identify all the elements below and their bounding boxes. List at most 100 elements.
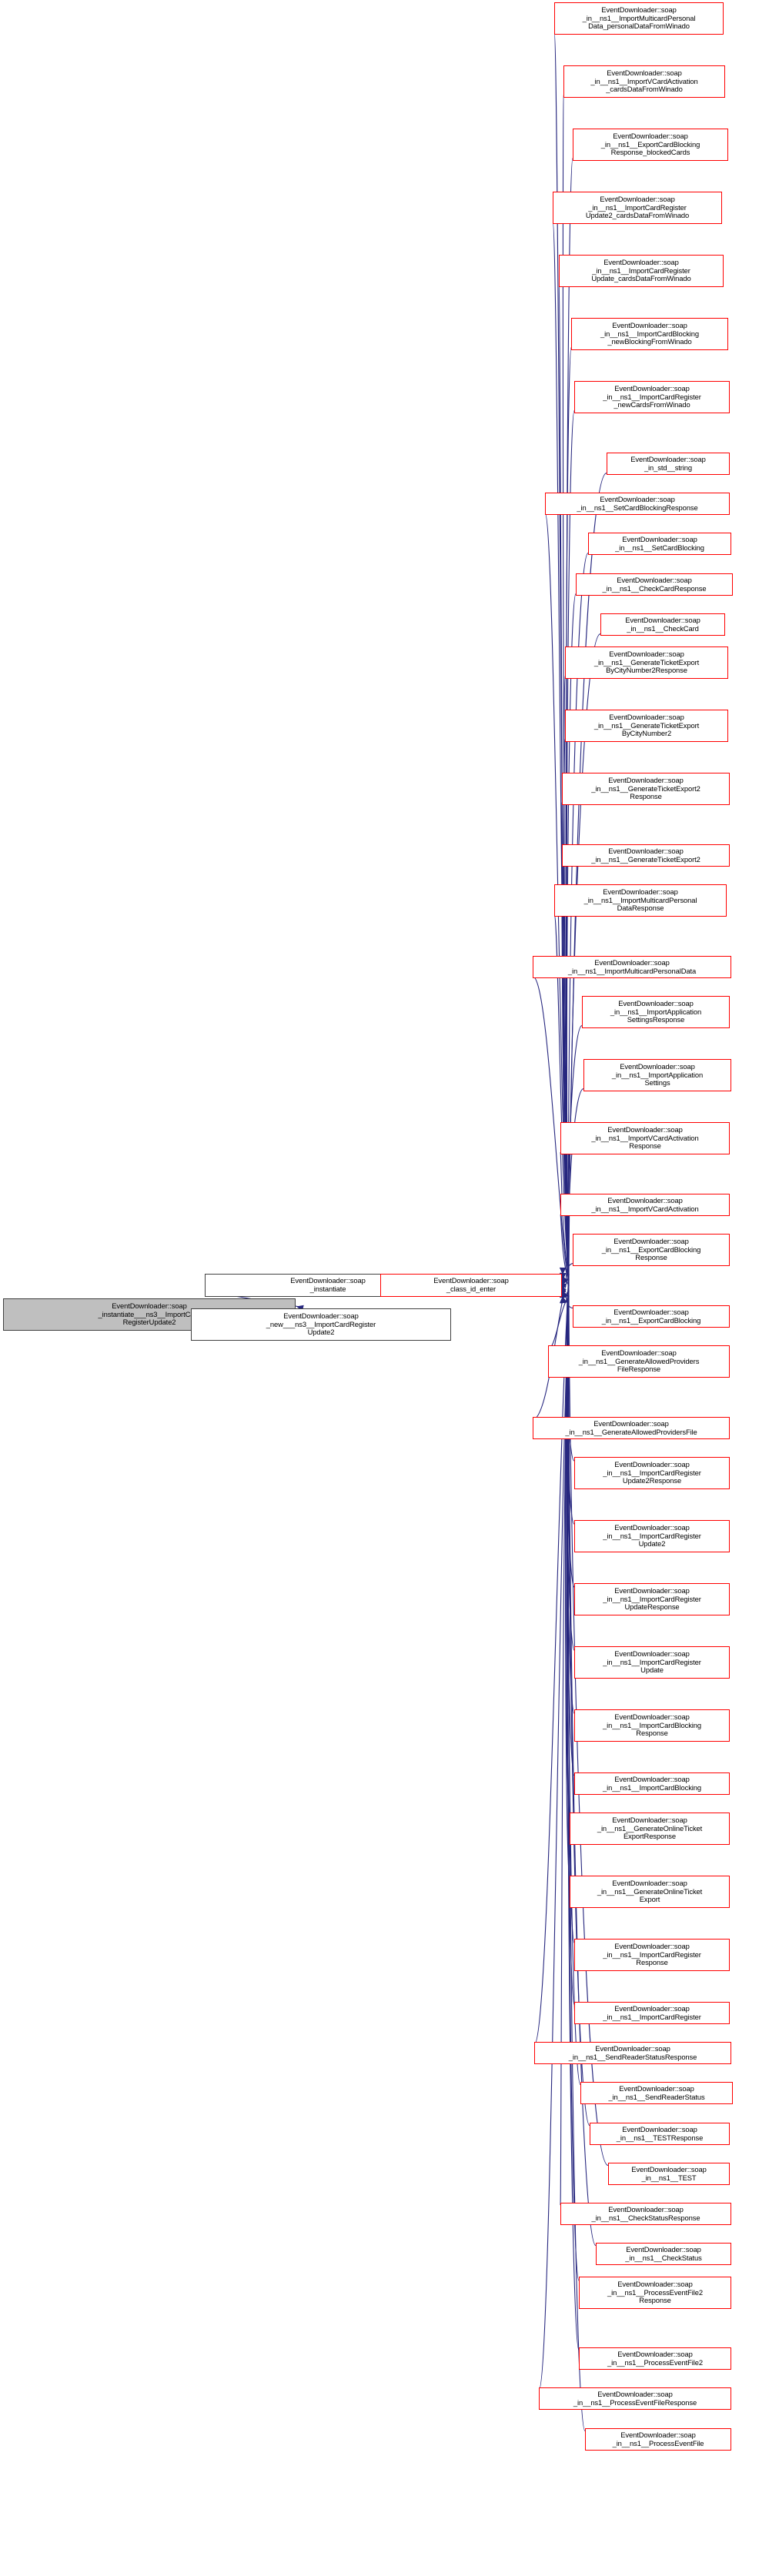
node-label: EventDownloader::soap _in__ns1__ImportCa…: [603, 1942, 701, 1967]
right-node[interactable]: EventDownloader::soap _in__ns1__ImportCa…: [574, 1457, 730, 1489]
node-label: EventDownloader::soap _in__ns1__Generate…: [565, 1418, 697, 1436]
edge: [553, 914, 570, 1281]
right-node[interactable]: EventDownloader::soap _in__ns1__ImportCa…: [574, 1520, 730, 1552]
node-label: EventDownloader::soap _in__ns1__ImportCa…: [603, 1586, 701, 1612]
right-node[interactable]: EventDownloader::soap _in__ns1__CheckSta…: [596, 2243, 731, 2265]
right-node[interactable]: EventDownloader::soap _in__ns1__SendRead…: [580, 2082, 733, 2104]
right-node[interactable]: EventDownloader::soap _in__ns1__ImportCa…: [574, 1772, 730, 1795]
edge-arrowhead: [560, 1296, 567, 1304]
edge: [560, 1274, 570, 2207]
right-node[interactable]: EventDownloader::soap _in__ns1__ImportCa…: [574, 1709, 730, 1742]
node-label: EventDownloader::soap _in__ns1__ImportVC…: [591, 1195, 699, 1213]
left-node[interactable]: EventDownloader::soap _class_id_enter: [380, 1274, 562, 1297]
node-label: EventDownloader::soap _in__ns1__CheckCar…: [602, 575, 707, 593]
right-node[interactable]: EventDownloader::soap _in__ns1__Generate…: [548, 1345, 730, 1378]
right-node[interactable]: EventDownloader::soap _in__ns1__Generate…: [570, 1813, 730, 1845]
edge: [566, 1263, 573, 1286]
node-label: EventDownloader::soap _in__ns1__ImportAp…: [611, 1062, 704, 1088]
node-label: EventDownloader::soap _in__ns1__ProcessE…: [607, 2349, 703, 2367]
node-label: EventDownloader::soap _in__ns1__ImportVC…: [590, 68, 698, 94]
node-label: EventDownloader::soap _in__ns1__ImportCa…: [591, 258, 691, 283]
node-label: EventDownloader::soap _in__ns1__Generate…: [597, 1816, 703, 1841]
node-label: EventDownloader::soap _in__ns1__ImportAp…: [610, 999, 702, 1024]
right-node[interactable]: EventDownloader::soap _in__ns1__Generate…: [562, 773, 730, 805]
right-node[interactable]: EventDownloader::soap _in__ns1__ImportCa…: [574, 2002, 730, 2024]
right-node[interactable]: EventDownloader::soap _in__ns1__ImportAp…: [583, 1059, 731, 1091]
right-node[interactable]: EventDownloader::soap _in__ns1__ImportCa…: [574, 381, 730, 413]
node-label: EventDownloader::soap _in__ns1__ImportCa…: [603, 1523, 701, 1549]
right-node[interactable]: EventDownloader::soap _in__ns1__ImportMu…: [533, 956, 731, 978]
node-label: EventDownloader::soap _in__ns1__Generate…: [578, 1348, 700, 1374]
right-node[interactable]: EventDownloader::soap _in__ns1__ImportCa…: [574, 1939, 730, 1971]
right-node[interactable]: EventDownloader::soap _in__ns1__ImportVC…: [560, 1194, 730, 1216]
right-node[interactable]: EventDownloader::soap _in_std__string: [607, 453, 730, 475]
right-node[interactable]: EventDownloader::soap _in__ns1__SetCardB…: [588, 533, 731, 555]
right-node[interactable]: EventDownloader::soap _in__ns1__ImportAp…: [582, 996, 730, 1028]
right-node[interactable]: EventDownloader::soap _in__ns1__ImportCa…: [574, 1646, 730, 1679]
right-node[interactable]: EventDownloader::soap _in__ns1__ProcessE…: [585, 2428, 731, 2451]
edge: [567, 1088, 584, 1297]
node-label: EventDownloader::soap _in__ns1__ImportCa…: [603, 1649, 701, 1675]
node-label: EventDownloader::soap _in__ns1__ImportMu…: [567, 957, 697, 975]
edge: [561, 864, 570, 1275]
node-label: EventDownloader::soap _in__ns1__Generate…: [591, 776, 700, 801]
node-label: EventDownloader::soap _in__ns1__ImportCa…: [600, 321, 699, 346]
node-label: EventDownloader::soap _in__ns1__SetCardB…: [615, 534, 704, 552]
right-node[interactable]: EventDownloader::soap _in__ns1__ExportCa…: [573, 129, 728, 161]
right-node[interactable]: EventDownloader::soap _in__ns1__ImportVC…: [563, 65, 725, 98]
right-node[interactable]: EventDownloader::soap _in__ns1__ImportMu…: [554, 884, 727, 917]
right-node[interactable]: EventDownloader::soap _in__ns1__ExportCa…: [573, 1305, 730, 1328]
right-node[interactable]: EventDownloader::soap _in__ns1__Generate…: [570, 1876, 730, 1908]
node-label: EventDownloader::soap _in__ns1__CheckSta…: [625, 2244, 702, 2262]
node-label: EventDownloader::soap _in__ns1__SendRead…: [608, 2083, 705, 2101]
node-label: EventDownloader::soap _in__ns1__ProcessE…: [612, 2430, 704, 2447]
node-label: EventDownloader::soap _in__ns1__Generate…: [597, 1879, 703, 1904]
node-label: EventDownloader::soap _in__ns1__SendRead…: [568, 2043, 697, 2061]
node-label: EventDownloader::soap _in__ns1__Generate…: [593, 650, 700, 675]
node-label: EventDownloader::soap _in__ns1__ExportCa…: [600, 132, 700, 157]
right-node[interactable]: EventDownloader::soap _in__ns1__TESTResp…: [590, 2123, 730, 2145]
right-node[interactable]: EventDownloader::soap _in__ns1__TEST: [608, 2163, 730, 2185]
right-node[interactable]: EventDownloader::soap _in__ns1__ImportMu…: [554, 2, 724, 35]
node-label: EventDownloader::soap _in__ns1__Generate…: [591, 846, 700, 864]
node-label: EventDownloader::soap _in__ns1__CheckCar…: [625, 615, 700, 633]
right-node[interactable]: EventDownloader::soap _in__ns1__ProcessE…: [579, 2347, 731, 2370]
node-label: EventDownloader::soap _in__ns1__ImportCa…: [585, 195, 690, 220]
right-node[interactable]: EventDownloader::soap _in__ns1__CheckCar…: [576, 573, 733, 596]
node-label: EventDownloader::soap _in__ns1__ImportCa…: [602, 1774, 701, 1792]
right-node[interactable]: EventDownloader::soap _in__ns1__ImportCa…: [559, 255, 724, 287]
node-label: EventDownloader::soap _in__ns1__ImportCa…: [603, 1460, 701, 1485]
edge: [532, 976, 570, 1286]
right-node[interactable]: EventDownloader::soap _in__ns1__CheckSta…: [560, 2203, 731, 2225]
right-node[interactable]: EventDownloader::soap _in__ns1__ProcessE…: [579, 2277, 731, 2309]
right-node[interactable]: EventDownloader::soap _in__ns1__Generate…: [565, 647, 728, 679]
node-label: EventDownloader::soap _new___ns3__Import…: [266, 1311, 376, 1337]
node-label: EventDownloader::soap _in__ns1__SetCardB…: [577, 494, 698, 512]
right-node[interactable]: EventDownloader::soap _in__ns1__ImportCa…: [553, 192, 722, 224]
right-node[interactable]: EventDownloader::soap _in__ns1__SetCardB…: [545, 493, 730, 515]
node-label: EventDownloader::soap _in__ns1__Generate…: [593, 713, 700, 738]
right-node[interactable]: EventDownloader::soap _in__ns1__SendRead…: [534, 2042, 731, 2064]
right-node[interactable]: EventDownloader::soap _in__ns1__ImportCa…: [574, 1583, 730, 1615]
node-label: EventDownloader::soap _in__ns1__ImportVC…: [591, 1125, 699, 1151]
right-node[interactable]: EventDownloader::soap _in__ns1__ImportVC…: [560, 1122, 730, 1154]
node-label: EventDownloader::soap _in_std__string: [630, 454, 706, 472]
node-label: EventDownloader::soap _class_id_enter: [433, 1276, 509, 1293]
node-label: EventDownloader::soap _in__ns1__ImportMu…: [582, 5, 696, 31]
node-label: EventDownloader::soap _in__ns1__TESTResp…: [616, 2124, 704, 2142]
edge-arrowhead: [560, 1267, 567, 1275]
right-node[interactable]: EventDownloader::soap _in__ns1__Generate…: [565, 710, 728, 742]
right-node[interactable]: EventDownloader::soap _in__ns1__ImportCa…: [571, 318, 728, 350]
right-node[interactable]: EventDownloader::soap _in__ns1__CheckCar…: [600, 613, 725, 636]
node-label: EventDownloader::soap _in__ns1__TEST: [631, 2164, 707, 2182]
right-node[interactable]: EventDownloader::soap _in__ns1__ProcessE…: [539, 2387, 731, 2410]
node-label: EventDownloader::soap _instantiate___ns3…: [98, 1301, 201, 1327]
right-node[interactable]: EventDownloader::soap _in__ns1__Generate…: [533, 1417, 730, 1439]
right-node[interactable]: EventDownloader::soap _in__ns1__Generate…: [562, 844, 730, 867]
right-node[interactable]: EventDownloader::soap _in__ns1__ExportCa…: [573, 1234, 730, 1266]
node-label: EventDownloader::soap _in__ns1__ExportCa…: [601, 1237, 701, 1262]
node-label: EventDownloader::soap _in__ns1__ImportCa…: [603, 384, 701, 409]
edge: [566, 593, 577, 1275]
left-node[interactable]: EventDownloader::soap _new___ns3__Import…: [191, 1308, 451, 1341]
node-label: EventDownloader::soap _in__ns1__ProcessE…: [573, 2389, 697, 2407]
